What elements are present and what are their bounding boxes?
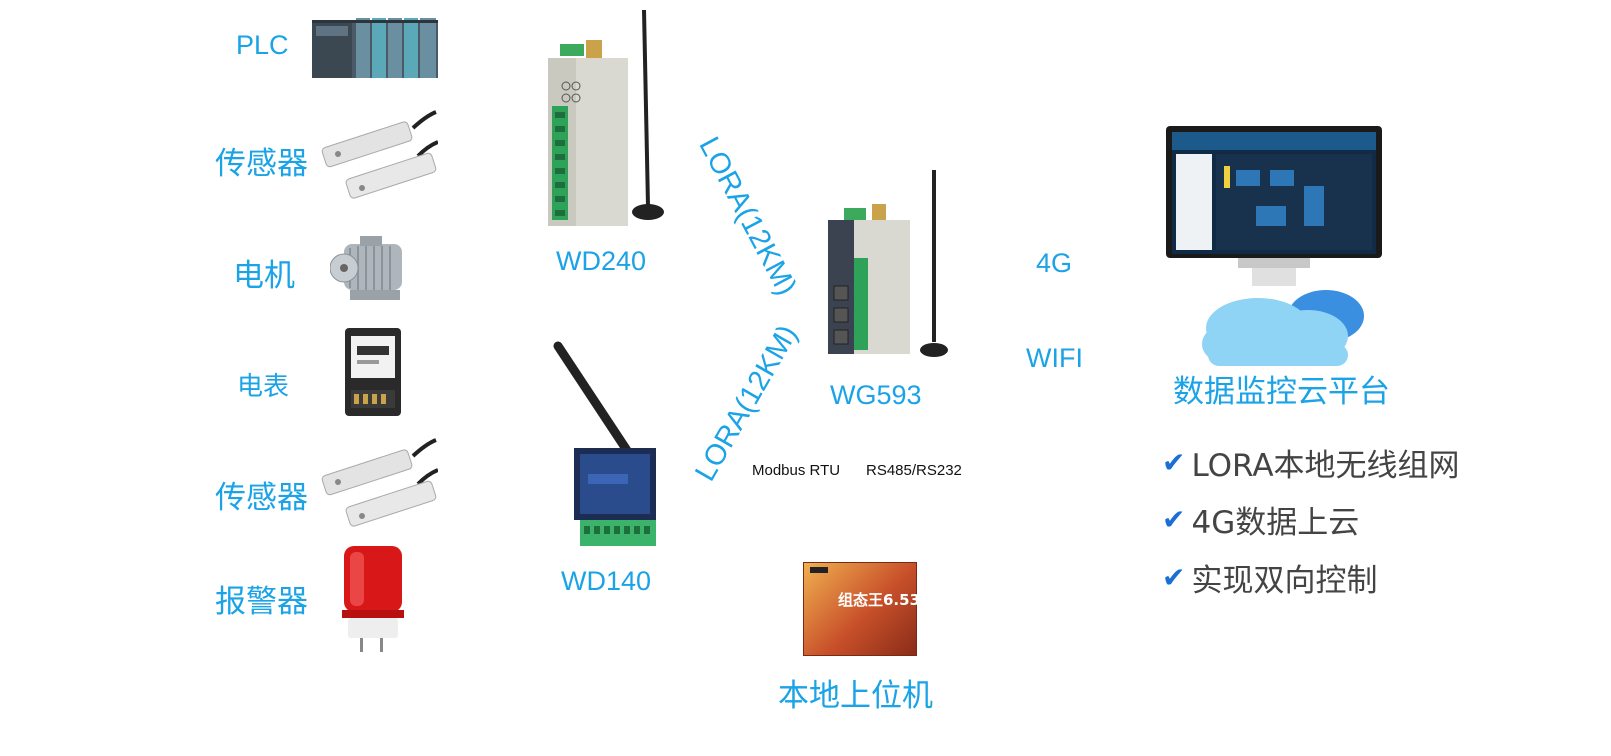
cloud-icon <box>1198 288 1374 368</box>
protocol-label: Modbus RTU <box>752 462 841 479</box>
wg593-gateway-image <box>826 166 950 358</box>
monitor-image <box>1166 126 1382 292</box>
wg593-label: WG593 <box>830 380 922 410</box>
scada-software-box: 组态王6.53 <box>803 562 921 656</box>
plc-label: PLC <box>236 30 289 60</box>
alarm-label: 报警器 <box>215 584 308 619</box>
plc-image <box>312 16 438 78</box>
wd140-label: WD140 <box>561 566 652 596</box>
motor-label: 电机 <box>233 258 295 293</box>
check-icon: ✔ <box>1162 562 1186 593</box>
wifi-link-label: WIFI <box>1026 343 1083 373</box>
wd140-device-image <box>552 340 662 550</box>
feature-text: LORA本地无线组网 <box>1191 448 1460 484</box>
scada-software-title: 组态王6.53 <box>838 591 921 609</box>
sensor-image-1 <box>318 108 438 204</box>
wd240-label: WD240 <box>556 246 647 276</box>
sensor-image-2 <box>318 436 438 532</box>
feature-text: 4G数据上云 <box>1191 505 1360 541</box>
box-logo <box>810 567 828 573</box>
lora-link-upper-label: LORA(12KM) <box>692 131 803 301</box>
meter-image <box>345 328 401 416</box>
feature-item: ✔ 实现双向控制 <box>1162 555 1377 600</box>
check-icon: ✔ <box>1162 504 1186 535</box>
motor-image <box>330 234 414 306</box>
wd240-device-image <box>546 6 666 228</box>
feature-text: 实现双向控制 <box>1191 563 1378 599</box>
feature-item: ✔ 4G数据上云 <box>1162 497 1359 542</box>
4g-link-label: 4G <box>1036 248 1073 278</box>
cloud-platform-label: 数据监控云平台 <box>1173 374 1390 409</box>
local-host-label: 本地上位机 <box>778 678 933 713</box>
interface-label: RS485/RS232 <box>866 462 962 479</box>
sensor-label-2: 传感器 <box>215 480 308 515</box>
meter-label: 电表 <box>237 371 290 401</box>
alarm-light-image <box>340 544 406 654</box>
sensor-label-1: 传感器 <box>215 146 308 181</box>
check-icon: ✔ <box>1162 447 1186 478</box>
feature-item: ✔ LORA本地无线组网 <box>1162 440 1460 485</box>
